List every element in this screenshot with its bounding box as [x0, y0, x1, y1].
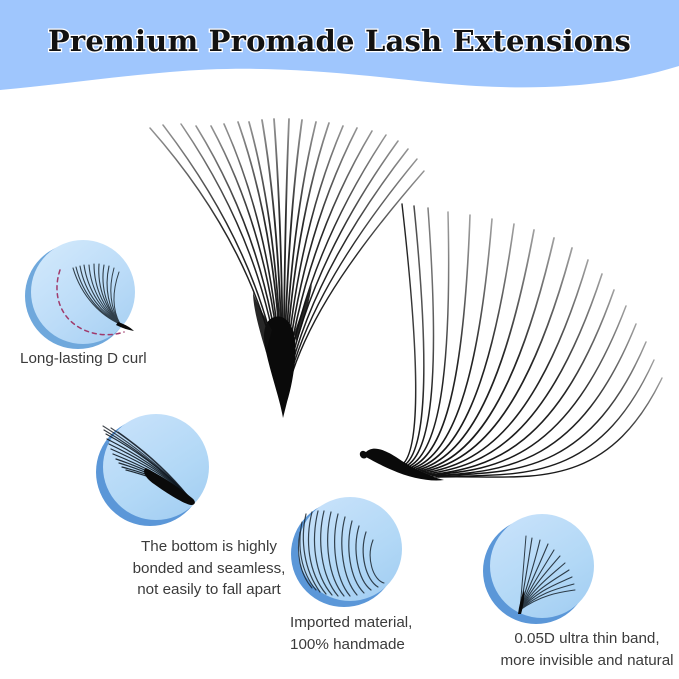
- bonded-base: [144, 468, 195, 505]
- callout-d-curl-caption: Long-lasting D curl: [20, 350, 147, 367]
- lash-fan-thin-band-icon: [483, 514, 594, 624]
- callout-thin-band-caption: 0.05D ultra thin band, more invisible an…: [500, 630, 674, 669]
- lash-fan-d-curl-icon: [25, 240, 135, 349]
- header-banner: [0, 0, 679, 90]
- callout-bonded[interactable]: The bottom is highly bonded and seamless…: [92, 408, 342, 598]
- right-fan-base-tip: [359, 450, 368, 459]
- callout-thin-band[interactable]: 0.05D ultra thin band, more invisible an…: [480, 510, 679, 679]
- callout-circle-face: [31, 240, 135, 344]
- banner-wave-shape: [0, 0, 679, 90]
- callout-material[interactable]: Imported material, 100% handmade: [288, 492, 503, 672]
- callout-d-curl[interactable]: Long-lasting D curl: [20, 236, 220, 386]
- callout-circle-face: [298, 497, 402, 601]
- lash-fan-bonded-base-icon: [96, 414, 209, 526]
- thin-band-base: [518, 590, 525, 614]
- right-fan-base: [364, 448, 444, 481]
- center-fan-base-shoulder: [253, 292, 272, 352]
- d-curl-fan-base: [116, 322, 134, 331]
- callout-circle-face: [490, 514, 594, 618]
- callout-bonded-caption: The bottom is highly bonded and seamless…: [132, 538, 286, 599]
- center-fan-base: [264, 316, 296, 418]
- page-title: Premium Promade Lash Extensions: [47, 23, 633, 60]
- d-curl-guide-line: [56, 269, 125, 336]
- lash-fibers-material-icon: [291, 497, 402, 607]
- callout-material-caption: Imported material, 100% handmade: [290, 614, 413, 653]
- center-fan-base-shoulder-right: [294, 284, 312, 342]
- right-lash-fan: [401, 203, 663, 478]
